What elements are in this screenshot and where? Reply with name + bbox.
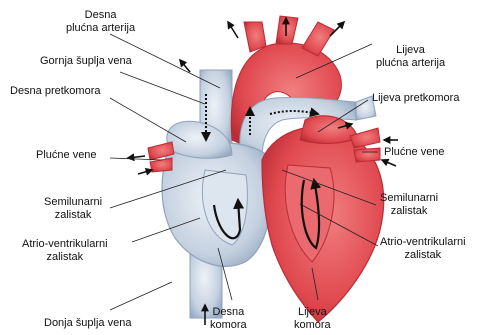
label-plucne-vene-left: Plućne vene xyxy=(36,149,97,162)
label-desna-pretkomora: Desna pretkomora xyxy=(10,85,101,98)
label-plucne-vene-right: Plućne vene xyxy=(384,146,445,159)
label-gornja-suplja-vena: Gornja šuplja vena xyxy=(40,55,132,68)
label-lijeva-pretkomora: Lijeva pretkomora xyxy=(372,92,459,105)
label-donja-suplja-vena: Donja šuplja vena xyxy=(44,317,131,330)
